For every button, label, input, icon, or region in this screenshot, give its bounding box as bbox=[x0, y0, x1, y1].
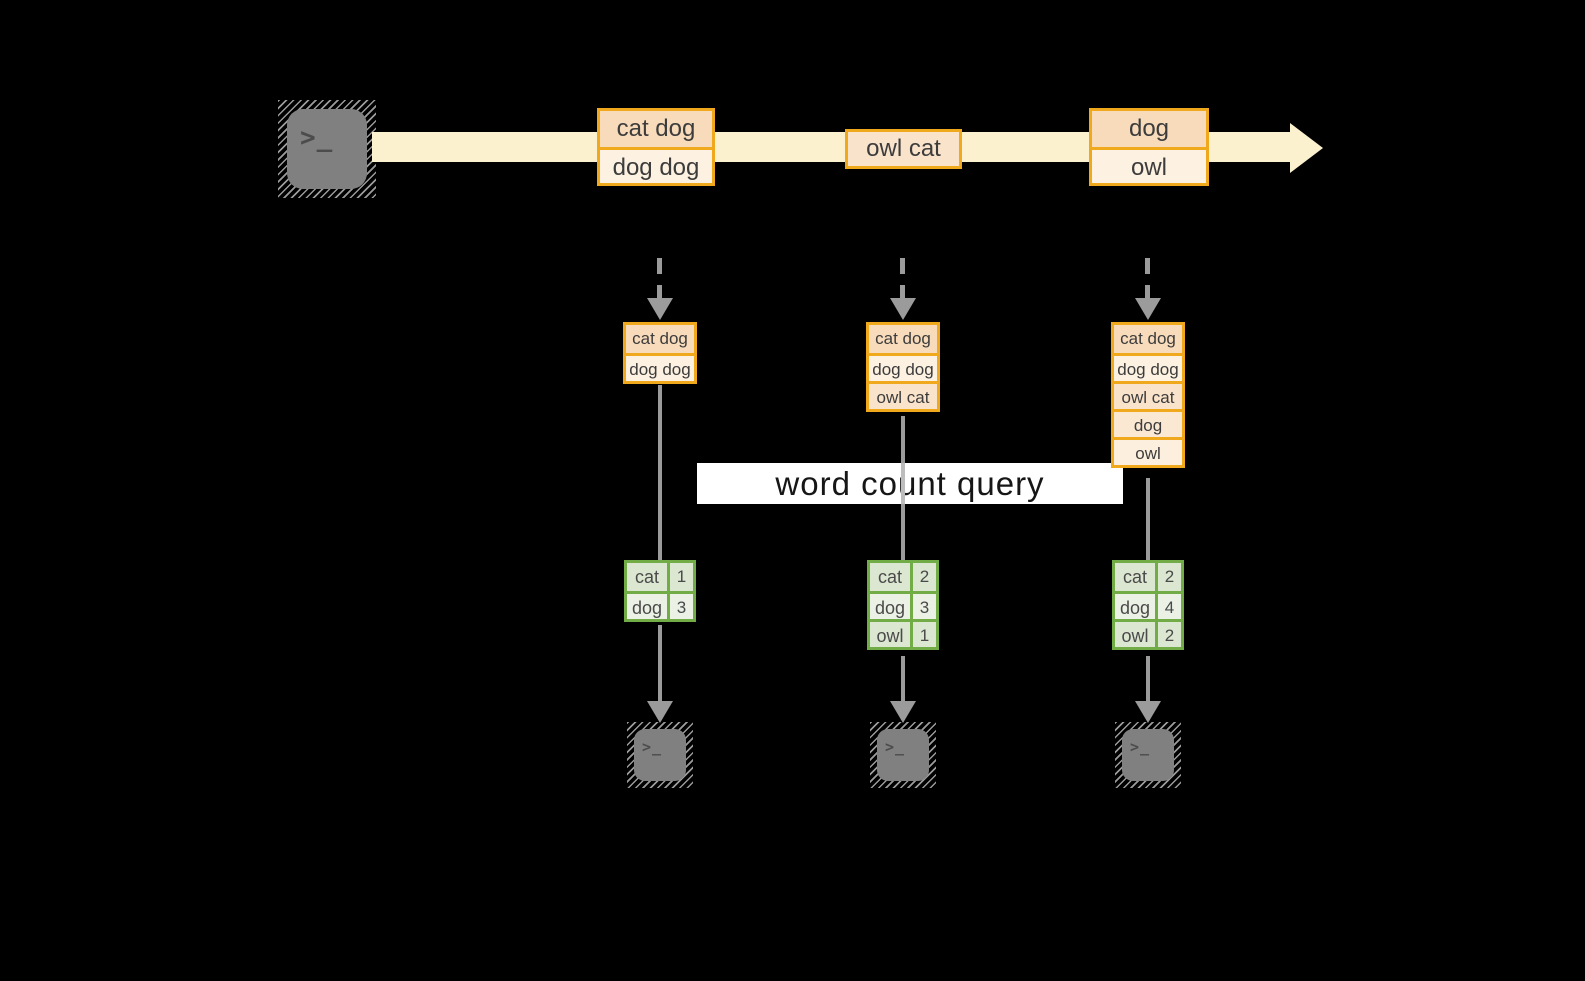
query-label: word count query bbox=[697, 463, 1123, 504]
terminal-prompt-glyph: >_ bbox=[642, 738, 663, 756]
flow-line bbox=[658, 385, 662, 562]
flow-line-overlay bbox=[901, 463, 905, 504]
word-cell: cat bbox=[870, 563, 913, 591]
arrowhead-icon bbox=[890, 298, 916, 320]
word-cell: owl bbox=[1115, 622, 1158, 647]
count-row: owl 1 bbox=[870, 619, 936, 647]
count-cell: 4 bbox=[1164, 598, 1175, 617]
terminal-prompt-glyph: >_ bbox=[885, 738, 906, 756]
count-row: owl 2 bbox=[1115, 619, 1181, 647]
word-cell: cat bbox=[627, 563, 670, 591]
count-row: dog 4 bbox=[1115, 591, 1181, 619]
buffered-record-line: cat dog bbox=[626, 325, 694, 353]
count-cell: 2 bbox=[919, 567, 930, 586]
buffered-records: cat dog dog dog owl cat bbox=[866, 322, 940, 412]
stream-record: dog owl bbox=[1089, 108, 1209, 186]
arrowhead-icon bbox=[647, 298, 673, 320]
sink-terminal-icon: >_ bbox=[627, 722, 693, 788]
ingest-arrow bbox=[1145, 258, 1150, 298]
word-count-table: cat 1 dog 3 bbox=[624, 560, 696, 622]
count-cell: 1 bbox=[676, 567, 687, 586]
count-cell: 3 bbox=[919, 598, 930, 617]
count-row: cat 1 bbox=[627, 563, 693, 591]
count-row: dog 3 bbox=[627, 591, 693, 619]
stream-record: cat dog dog dog bbox=[597, 108, 715, 186]
count-row: dog 3 bbox=[870, 591, 936, 619]
terminal-screen: >_ bbox=[1122, 729, 1174, 781]
terminal-screen: >_ bbox=[877, 729, 929, 781]
buffered-record-line: dog dog bbox=[869, 353, 937, 381]
word-cell: dog bbox=[870, 594, 913, 619]
stream-record: owl cat bbox=[845, 129, 962, 169]
sink-terminal-icon: >_ bbox=[870, 722, 936, 788]
flow-line bbox=[1146, 478, 1150, 562]
stream-record-line: dog bbox=[1092, 111, 1206, 147]
output-arrow bbox=[658, 625, 662, 703]
output-arrow bbox=[1146, 656, 1150, 703]
ingest-arrow bbox=[657, 258, 662, 298]
terminal-prompt-glyph: >_ bbox=[1130, 738, 1151, 756]
terminal-screen: >_ bbox=[287, 109, 367, 189]
ingest-arrow bbox=[900, 258, 905, 298]
word-cell: owl bbox=[870, 622, 913, 647]
stream-record-line: owl cat bbox=[848, 132, 959, 166]
arrowhead-icon bbox=[1135, 701, 1161, 723]
count-cell: 1 bbox=[919, 626, 930, 645]
output-arrow bbox=[901, 656, 905, 703]
word-cell: dog bbox=[1115, 594, 1158, 619]
stream-record-line: cat dog bbox=[600, 111, 712, 147]
buffered-records: cat dog dog dog bbox=[623, 322, 697, 384]
count-cell: 2 bbox=[1164, 567, 1175, 586]
source-terminal-icon: >_ bbox=[278, 100, 376, 198]
arrowhead-icon bbox=[1135, 298, 1161, 320]
terminal-screen: >_ bbox=[634, 729, 686, 781]
buffered-record-line: cat dog bbox=[1114, 325, 1182, 353]
stream-record-line: owl bbox=[1092, 147, 1206, 183]
word-cell: cat bbox=[1115, 563, 1158, 591]
word-count-table: cat 2 dog 4 owl 2 bbox=[1112, 560, 1184, 650]
word-cell: dog bbox=[627, 594, 670, 619]
buffered-record-line: dog dog bbox=[626, 353, 694, 381]
buffered-records: cat dog dog dog owl cat dog owl bbox=[1111, 322, 1185, 468]
stream-record-line: dog dog bbox=[600, 147, 712, 183]
buffered-record-line: dog bbox=[1114, 409, 1182, 437]
buffered-record-line: cat dog bbox=[869, 325, 937, 353]
word-count-table: cat 2 dog 3 owl 1 bbox=[867, 560, 939, 650]
count-cell: 3 bbox=[676, 598, 687, 617]
count-row: cat 2 bbox=[870, 563, 936, 591]
count-cell: 2 bbox=[1164, 626, 1175, 645]
arrowhead-icon bbox=[890, 701, 916, 723]
buffered-record-line: owl cat bbox=[869, 381, 937, 409]
count-row: cat 2 bbox=[1115, 563, 1181, 591]
sink-terminal-icon: >_ bbox=[1115, 722, 1181, 788]
buffered-record-line: owl cat bbox=[1114, 381, 1182, 409]
buffered-record-line: dog dog bbox=[1114, 353, 1182, 381]
arrowhead-icon bbox=[647, 701, 673, 723]
terminal-prompt-glyph: >_ bbox=[300, 123, 334, 153]
buffered-record-line: owl bbox=[1114, 437, 1182, 465]
stream-arrowhead-icon bbox=[1290, 123, 1323, 173]
